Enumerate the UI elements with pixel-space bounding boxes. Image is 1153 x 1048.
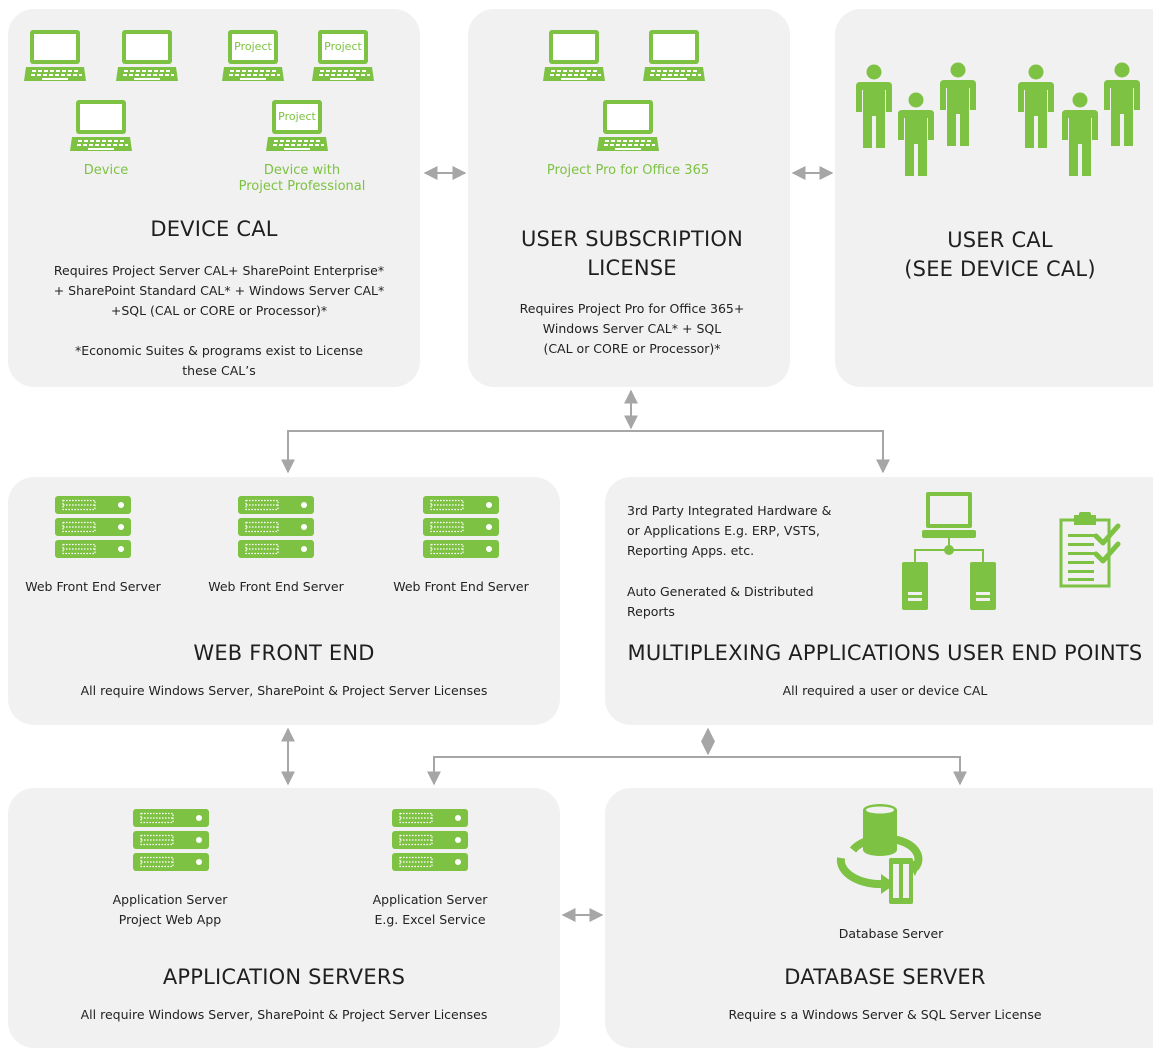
branch-to-web-front-end xyxy=(281,430,631,474)
person-icon xyxy=(898,92,934,176)
project-pro-label: Project Pro for Office 365 xyxy=(546,163,710,178)
multiplexing-text2-line1: Auto Generated & Distributed xyxy=(627,584,814,599)
database-server-desc: Require s a Windows Server & SQL Server … xyxy=(728,1007,1042,1022)
database-server-title: DATABASE SERVER xyxy=(784,965,986,989)
app-server-2-line1: Application Server xyxy=(372,892,488,907)
multiplexing-panel xyxy=(605,477,1153,725)
app-server-1-line2: Project Web App xyxy=(118,912,222,927)
laptop-with-project-icon: Project xyxy=(266,99,328,153)
laptop-with-project-icon: Project xyxy=(312,29,374,83)
application-servers-desc: All require Windows Server, SharePoint &… xyxy=(80,1007,488,1022)
multiplexing-desc: All required a user or device CAL xyxy=(782,683,988,698)
device-cal-note-line1: *Economic Suites & programs exist to Lic… xyxy=(74,343,364,358)
database-sync-icon xyxy=(836,804,923,904)
user-cal-title-line2: (SEE DEVICE CAL) xyxy=(904,257,1096,281)
multiplexing-text-block-1: 3rd Party Integrated Hardware & or Appli… xyxy=(627,501,867,561)
server-icon xyxy=(133,809,209,871)
application-servers-title: APPLICATION SERVERS xyxy=(162,965,406,989)
laptop-icon xyxy=(643,29,705,83)
device-label: Device xyxy=(83,163,129,178)
laptop-icon xyxy=(70,99,132,153)
device-cal-req-line3: +SQL (CAL or CORE or Processor)* xyxy=(110,303,328,318)
laptop-screen-text: Project xyxy=(324,40,362,53)
laptop-icon xyxy=(24,29,86,83)
laptop-icon xyxy=(543,29,605,83)
person-icon xyxy=(856,64,892,148)
server-icon xyxy=(238,496,314,558)
user-subscription-title-line2: LICENSE xyxy=(587,256,677,280)
clipboard-checklist-icon xyxy=(1059,512,1121,588)
user-cal-title-line1: USER CAL xyxy=(947,228,1053,252)
multiplexing-title: MULTIPLEXING APPLICATIONS USER END POINT… xyxy=(627,641,1143,665)
user-subscription-panel xyxy=(468,9,790,387)
user-subscription-req-line3: (CAL or CORE or Processor)* xyxy=(543,341,721,356)
laptop-with-project-icon: Project xyxy=(222,29,284,83)
device-cal-req-line2: + SharePoint Standard CAL* + Windows Ser… xyxy=(53,283,385,298)
app-server-2-line2: E.g. Excel Service xyxy=(374,912,486,927)
user-subscription-title-line1: USER SUBSCRIPTION xyxy=(520,227,744,251)
server-icon xyxy=(392,809,468,871)
multiplexing-text-block-2: Auto Generated & Distributed Reports xyxy=(627,582,867,622)
branch-to-multiplexing xyxy=(631,430,890,474)
laptop-icon xyxy=(597,99,659,153)
web-front-end-server-label: Web Front End Server xyxy=(25,579,161,594)
multiplexing-text1-line2: or Applications E.g. ERP, VSTS, xyxy=(627,523,820,538)
database-server-label: Database Server xyxy=(838,926,944,941)
branch-to-app-servers xyxy=(427,756,708,786)
user-subscription-req-line2: Windows Server CAL* + SQL xyxy=(542,321,722,336)
multiplexing-text1-line3: Reporting Apps. etc. xyxy=(627,543,755,558)
person-icon xyxy=(940,62,976,146)
device-cal-title: DEVICE CAL xyxy=(150,217,278,241)
app-server-1-line1: Application Server xyxy=(112,892,228,907)
branch-to-database xyxy=(708,756,967,786)
person-icon xyxy=(1018,64,1054,148)
server-icon xyxy=(423,496,499,558)
web-front-end-server-label: Web Front End Server xyxy=(393,579,529,594)
person-icon xyxy=(1104,62,1140,146)
laptop-icon xyxy=(116,29,178,83)
device-cal-note-line2: these CAL’s xyxy=(182,363,256,378)
device-cal-req-line1: Requires Project Server CAL+ SharePoint … xyxy=(53,263,385,278)
laptop-screen-text: Project xyxy=(234,40,272,53)
user-subscription-req-line1: Requires Project Pro for Office 365+ xyxy=(519,301,745,316)
laptop-screen-text: Project xyxy=(278,110,316,123)
user-cal-panel xyxy=(835,9,1153,387)
device-pro-label-line2: Project Professional xyxy=(238,179,366,194)
server-icon xyxy=(55,496,131,558)
application-servers-panel xyxy=(8,788,560,1048)
web-front-end-server-label: Web Front End Server xyxy=(208,579,344,594)
multiplexing-text2-line2: Reports xyxy=(627,604,675,619)
network-tree-icon xyxy=(902,492,996,610)
web-front-end-desc: All require Windows Server, SharePoint &… xyxy=(80,683,488,698)
person-icon xyxy=(1062,92,1098,176)
device-pro-label-line1: Device with xyxy=(263,163,341,178)
web-front-end-title: WEB FRONT END xyxy=(193,641,375,665)
multiplexing-text1-line1: 3rd Party Integrated Hardware & xyxy=(627,503,832,518)
